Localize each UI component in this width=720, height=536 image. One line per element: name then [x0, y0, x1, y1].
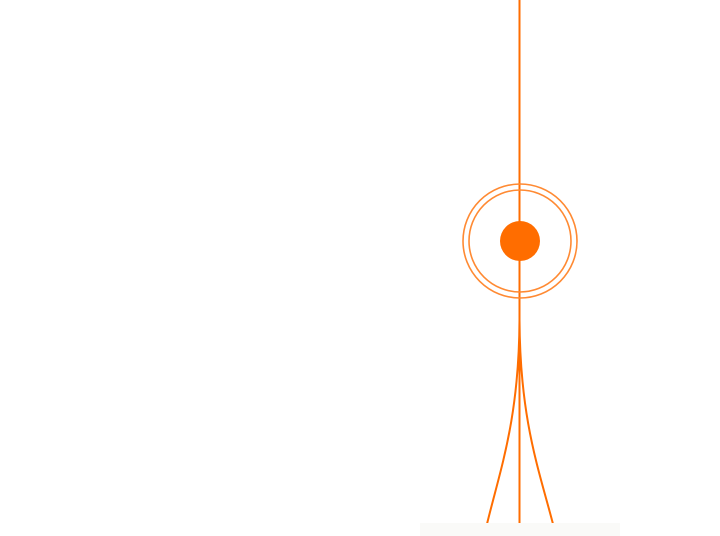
- center-dot: [500, 221, 540, 261]
- outer-ring: [462, 183, 578, 299]
- footer-strip: [420, 523, 620, 536]
- inner-ring: [468, 189, 572, 293]
- right-curve: [518, 319, 554, 525]
- left-curve: [486, 319, 521, 525]
